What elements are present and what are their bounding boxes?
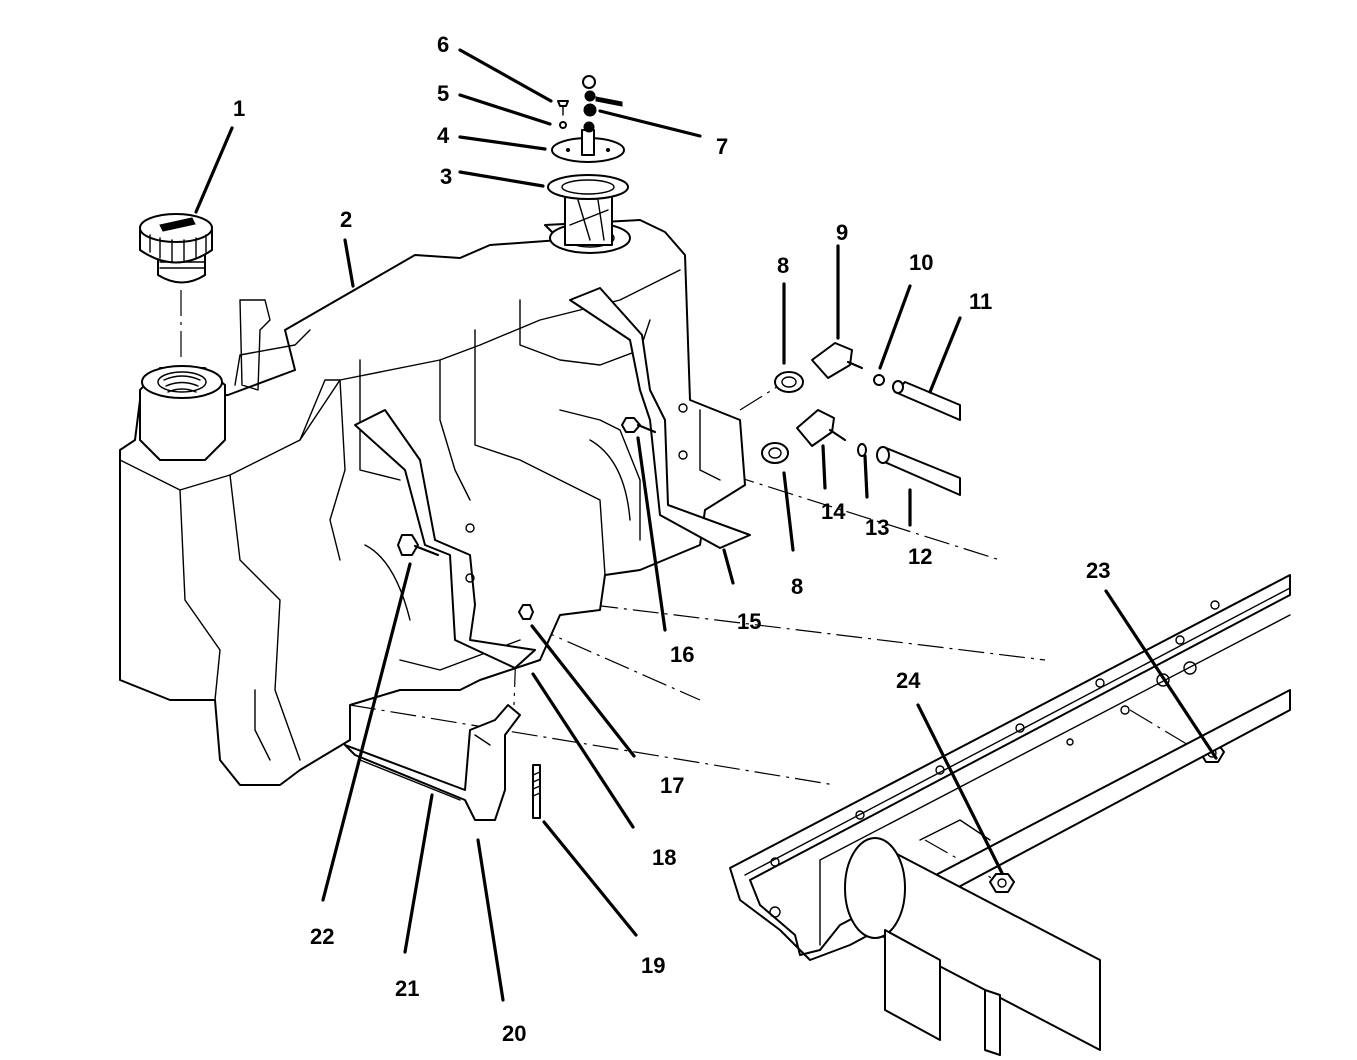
callout-23: 23 [1086, 558, 1110, 583]
callout-labels: 1 2 3 4 5 6 7 8 8 9 10 11 12 13 14 15 16… [233, 32, 1110, 1046]
callout-21: 21 [395, 976, 419, 1001]
callout-9: 9 [836, 220, 848, 245]
fuel-tank [119, 219, 746, 786]
callout-2: 2 [340, 207, 352, 232]
callout-22: 22 [310, 924, 334, 949]
fuel-pump-sender [547, 75, 629, 246]
vehicle-frame [729, 574, 1291, 1056]
callout-20: 20 [502, 1021, 526, 1046]
callout-17: 17 [660, 773, 684, 798]
tank-bracket [344, 704, 521, 821]
callout-3: 3 [440, 164, 452, 189]
callout-6: 6 [437, 32, 449, 57]
callout-8-upper: 8 [777, 253, 789, 278]
callout-14: 14 [821, 499, 846, 524]
callout-1: 1 [233, 96, 245, 121]
callout-13: 13 [865, 515, 889, 540]
callout-7: 7 [716, 134, 728, 159]
callout-12: 12 [908, 544, 932, 569]
callout-18: 18 [652, 845, 676, 870]
callout-24: 24 [896, 668, 921, 693]
callout-10: 10 [909, 250, 933, 275]
callout-16: 16 [670, 642, 694, 667]
callout-5: 5 [437, 81, 449, 106]
callout-19: 19 [641, 953, 665, 978]
tank-straps [354, 287, 751, 669]
fuel-cap [139, 213, 213, 284]
callout-11: 11 [969, 289, 992, 314]
fuel-fittings [761, 342, 961, 496]
callout-4: 4 [437, 123, 450, 148]
callout-8-lower: 8 [791, 574, 803, 599]
callout-15: 15 [737, 609, 761, 634]
leader-lines [194, 48, 1218, 1002]
